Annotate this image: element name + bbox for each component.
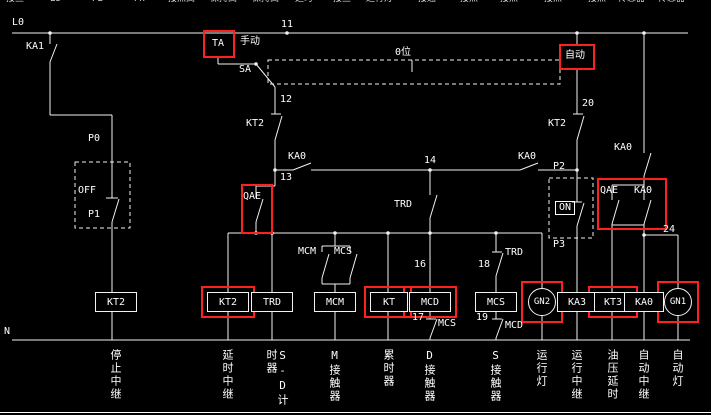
coil-run-relay[interactable]: KA3: [557, 292, 597, 312]
coil-m-contactor[interactable]: MCM: [314, 292, 356, 312]
on-button-label[interactable]: ON: [555, 201, 576, 215]
contact-label-ka0-a: KA0: [288, 151, 307, 162]
contact-label-ka0-feed: KA0: [614, 142, 633, 153]
coil-sd-timer[interactable]: TRD: [251, 292, 293, 312]
contact-label-trd-no: TRD: [394, 199, 413, 210]
wire-number-17: 17: [412, 312, 425, 323]
sa-selector-linkage-dashed-box: [267, 59, 561, 85]
coil-hour-counter[interactable]: KT: [370, 292, 408, 312]
wire-number-16: 16: [414, 259, 427, 270]
contact-label-mcs-interlock: MCS: [438, 318, 457, 329]
coil-oil-delay[interactable]: KT3: [594, 292, 632, 312]
highlight-ta: [203, 30, 235, 58]
coil-stop-relay[interactable]: KT2: [95, 292, 137, 312]
top-annotation-9: 运行灯: [366, 0, 393, 4]
caption-run-lamp: 运行灯: [535, 349, 548, 388]
coil-auto-relay[interactable]: KA0: [624, 292, 664, 312]
top-annotation-4: 接点高: [168, 0, 195, 4]
top-annotation-12: 接点: [500, 0, 518, 4]
contact-label-ka0-b: KA0: [518, 151, 537, 162]
caption-delay-relay: 延时中继: [221, 349, 234, 401]
on-button-dashed-box: [548, 177, 594, 239]
top-annotation-1: LS: [50, 0, 61, 4]
label-auto-mode[interactable]: 自动: [565, 50, 585, 61]
caption-m-contactor: M接触器: [328, 349, 341, 403]
wire-number-19: 19: [476, 312, 489, 323]
top-annotation-7: 延时: [295, 0, 313, 4]
caption-hour-counter: 累时器: [382, 349, 395, 388]
rail-label-l0: L0: [12, 17, 25, 28]
device-label-ta[interactable]: TA: [212, 38, 225, 49]
rail-label-n: N: [4, 326, 11, 337]
contact-label-kt2-manual: KT2: [246, 118, 265, 129]
top-annotation-16: 传感器: [658, 0, 685, 4]
nc-contact-ticks-path: [106, 113, 583, 320]
top-annotation-10: 接通: [418, 0, 436, 4]
contact-label-trd-nc: TRD: [505, 247, 524, 258]
terminal-p3: P3: [553, 239, 566, 250]
contact-label-qae-main: QAE: [243, 191, 262, 202]
caption-d-contactor: D接触器: [423, 349, 436, 403]
off-button-dashed-box: [74, 161, 131, 229]
wire-number-14: 14: [424, 155, 437, 166]
contact-label-mcd-interlock: MCD: [505, 320, 524, 331]
lamp-run[interactable]: GN2: [528, 288, 556, 316]
wire-number-11: 11: [281, 19, 294, 30]
contact-label-mcm-aux: MCM: [298, 246, 317, 257]
contact-label-kt2-auto: KT2: [548, 118, 567, 129]
top-annotation-3: PH: [134, 0, 145, 4]
contact-label-ka0-hold: KA0: [634, 185, 653, 196]
highlight-qae-main: [241, 184, 273, 234]
label-zero-position: 0位: [395, 47, 412, 58]
terminal-p2: P2: [553, 161, 566, 172]
wire-number-18: 18: [478, 259, 491, 270]
contact-label-mcs-aux: MCS: [334, 246, 353, 257]
caption-sd-timer: S-D计时器: [265, 349, 289, 407]
drawing-frame-bottom-edge: [0, 412, 711, 413]
wire-number-20: 20: [582, 98, 595, 109]
caption-s-contactor: S接触器: [489, 349, 502, 403]
terminal-p1: P1: [88, 209, 101, 220]
top-annotation-6: 保持高: [252, 0, 279, 4]
caption-auto-lamp: 自动灯: [671, 349, 684, 388]
label-manual-mode: 手动: [240, 36, 260, 47]
off-button-label[interactable]: OFF: [78, 185, 97, 196]
top-annotation-15: 传感器: [618, 0, 645, 4]
top-annotation-13: 接点: [544, 0, 562, 4]
coil-d-contactor[interactable]: MCD: [409, 292, 451, 312]
contact-label-qae-aux: QAE: [600, 185, 619, 196]
caption-run-relay: 运行中继: [570, 349, 583, 401]
junction-dots: [48, 31, 646, 237]
top-annotation-5: 保持高: [210, 0, 237, 4]
coil-delay-relay[interactable]: KT2: [207, 292, 249, 312]
top-annotation-8: 接鱼: [333, 0, 351, 4]
caption-stop-relay: 停止中继: [109, 349, 122, 401]
terminal-p0: P0: [88, 133, 101, 144]
caption-auto-relay: 自动中继: [637, 349, 650, 401]
caption-oil-delay: 油压延时: [606, 349, 619, 401]
contact-symbols-path: [49, 43, 652, 339]
contact-label-ka1: KA1: [26, 41, 45, 52]
top-annotation-2: PL: [92, 0, 103, 4]
device-label-sa: SA: [239, 64, 252, 75]
coil-s-contactor[interactable]: MCS: [475, 292, 517, 312]
wire-number-13: 13: [280, 172, 293, 183]
highlight-qae-ka0-group: [597, 178, 667, 230]
wire-number-24: 24: [663, 224, 676, 235]
highlight-auto-position: [559, 44, 595, 70]
top-annotation-0: 接鱼: [6, 0, 24, 4]
top-annotation-14: 接点: [588, 0, 606, 4]
wire-number-12: 12: [280, 94, 293, 105]
lamp-auto[interactable]: GN1: [664, 288, 692, 316]
top-annotation-11: 接点: [460, 0, 478, 4]
